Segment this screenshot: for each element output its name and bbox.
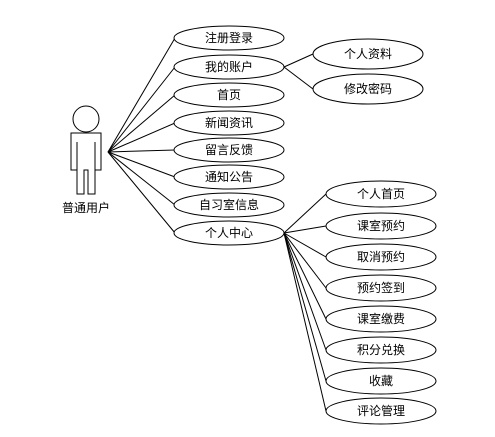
use-case-label: 自习室信息: [199, 197, 259, 212]
use-case-label: 我的账户: [205, 59, 253, 74]
use-case-reservation-signin[interactable]: 预约签到: [325, 274, 437, 302]
use-case-my-account[interactable]: 我的账户: [173, 54, 285, 80]
connector-study-room-info: [107, 151, 176, 206]
use-case-comment-management[interactable]: 评论管理: [325, 397, 437, 425]
connector-home: [107, 94, 176, 153]
use-case-points-exchange[interactable]: 积分兑换: [325, 336, 437, 364]
actor-body: [70, 132, 102, 195]
use-case-label: 个人资料: [344, 47, 392, 61]
use-case-room-payment[interactable]: 课室缴费: [325, 305, 437, 333]
actor-head: [72, 105, 100, 133]
connector-comment-management: [283, 232, 327, 412]
connector-profile: [283, 53, 314, 68]
connector-news: [107, 122, 176, 153]
use-case-label: 积分兑换: [357, 343, 405, 357]
connector-favorites: [283, 232, 327, 382]
connector-points-exchange: [283, 232, 327, 351]
center-connectors: [283, 193, 327, 412]
use-case-register-login[interactable]: 注册登录: [173, 25, 285, 51]
use-case-room-reservation[interactable]: 课室预约: [325, 212, 437, 240]
use-case-label: 修改密码: [344, 81, 392, 96]
use-case-label: 课室缴费: [357, 311, 405, 326]
use-case-announcement[interactable]: 通知公告: [173, 164, 285, 190]
connector-personal-center: [107, 151, 176, 234]
actor-figure: 普通用户: [62, 105, 110, 215]
connector-my-account: [107, 66, 176, 153]
use-case-label: 新闻资讯: [205, 115, 253, 130]
connector-announcement: [107, 151, 176, 178]
use-case-label: 注册登录: [205, 30, 253, 45]
use-case-label: 课室预约: [357, 218, 405, 233]
connector-register-login: [107, 37, 176, 153]
use-case-study-room-info[interactable]: 自习室信息: [173, 192, 285, 218]
use-case-label: 预约签到: [357, 280, 405, 295]
connector-room-payment: [283, 232, 327, 320]
use-case-label: 首页: [217, 88, 241, 102]
use-case-label: 个人首页: [357, 187, 405, 201]
use-case-label: 留言反馈: [205, 143, 253, 157]
use-case-label: 收藏: [369, 374, 393, 388]
use-case-label: 取消预约: [357, 249, 405, 264]
actor-connectors: [107, 37, 176, 234]
use-case-label: 个人中心: [205, 225, 253, 240]
use-case-change-password[interactable]: 修改密码: [312, 73, 424, 105]
use-case-label: 评论管理: [357, 403, 405, 418]
use-case-profile[interactable]: 个人资料: [312, 38, 424, 70]
connector-change-password: [283, 66, 314, 90]
use-case-label: 通知公告: [205, 170, 253, 184]
use-case-favorites[interactable]: 收藏: [325, 367, 437, 395]
use-case-home[interactable]: 首页: [173, 82, 285, 108]
connector-feedback: [107, 149, 176, 153]
use-case-cancel-reservation[interactable]: 取消预约: [325, 243, 437, 271]
connector-personal-home: [283, 193, 327, 234]
use-case-news[interactable]: 新闻资讯: [173, 110, 285, 136]
use-case-personal-home[interactable]: 个人首页: [325, 180, 437, 208]
use-case-feedback[interactable]: 留言反馈: [173, 137, 285, 163]
connector-cancel-reservation: [283, 232, 327, 258]
account-connectors: [283, 53, 314, 90]
connector-room-reservation: [283, 225, 327, 234]
use-case-personal-center[interactable]: 个人中心: [173, 220, 285, 246]
connector-reservation-signin: [283, 232, 327, 289]
actor-label: 普通用户: [62, 200, 110, 215]
